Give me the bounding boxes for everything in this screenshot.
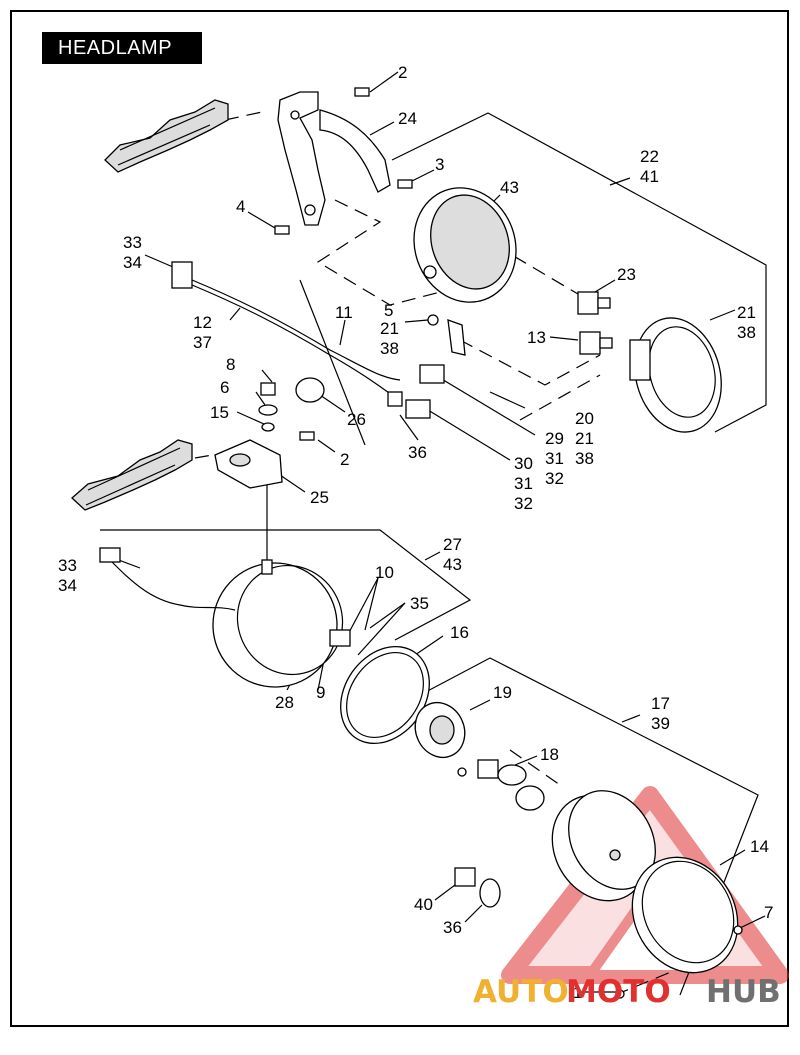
callout-19: 19 <box>493 683 512 702</box>
callout-43-upper: 43 <box>500 178 519 197</box>
callout-31-b: 31 <box>514 474 533 493</box>
headlamp-unit <box>551 790 656 902</box>
mount-bracket-25 <box>214 439 283 489</box>
handlebar-clamp-upper <box>104 99 229 173</box>
washer-15 <box>261 422 275 432</box>
callout-9: 9 <box>316 683 325 702</box>
callout-37: 37 <box>193 333 212 352</box>
callout-27: 27 <box>443 535 462 554</box>
callout-29: 29 <box>545 429 564 448</box>
bulb-23 <box>577 291 611 315</box>
callout-34-lower: 34 <box>58 576 77 595</box>
callout-10: 10 <box>375 563 394 582</box>
callout-33-lower: 33 <box>58 556 77 575</box>
lamp-module <box>629 317 722 433</box>
callout-21-a: 21 <box>380 319 399 338</box>
callout-36-b: 36 <box>443 918 462 937</box>
callout-8: 8 <box>226 355 235 374</box>
mounting-plate-20 <box>427 314 466 356</box>
callout-17: 17 <box>651 694 670 713</box>
screw-4 <box>274 225 290 235</box>
callout-2-lower: 2 <box>340 450 349 469</box>
watermark-hub: HUB <box>706 974 781 1010</box>
trim-ring <box>631 856 739 974</box>
screw-7 <box>733 925 743 935</box>
callout-11: 11 <box>335 303 353 322</box>
bulb-18 <box>457 759 545 811</box>
callout-34-upper: 34 <box>123 253 142 272</box>
callout-33-upper: 33 <box>123 233 142 252</box>
callout-1: 1 <box>573 983 582 1002</box>
bulb-13 <box>579 331 613 355</box>
watermark-moto: MOTO <box>566 974 671 1010</box>
callout-3: 3 <box>435 155 444 174</box>
callout-13: 13 <box>527 328 546 347</box>
upper-headlamp-housing <box>413 187 517 303</box>
handlebar-clamp-lower <box>71 439 193 511</box>
callout-26: 26 <box>347 410 366 429</box>
callout-14: 14 <box>750 837 769 856</box>
callout-labels: 2 24 3 22 41 43 4 33 34 23 12 37 11 5 21… <box>58 63 773 1002</box>
wiring-harness <box>171 261 445 419</box>
nut-8 <box>260 382 276 396</box>
callout-39: 39 <box>651 714 670 733</box>
cap-26 <box>295 377 325 403</box>
callout-4: 4 <box>236 197 245 216</box>
callout-35: 35 <box>410 594 429 613</box>
callout-24: 24 <box>398 109 417 128</box>
callout-5: 5 <box>384 301 393 320</box>
callout-41: 41 <box>640 167 659 186</box>
callout-7: 7 <box>764 903 773 922</box>
lower-headlamp-shell <box>99 547 351 688</box>
callout-40: 40 <box>414 895 433 914</box>
headlamp-bracket <box>277 91 391 226</box>
callout-38-b: 38 <box>737 323 756 342</box>
watermark-text: AUTO MOTO HUB <box>473 974 781 1010</box>
callout-2-upper: 2 <box>398 63 407 82</box>
callout-20: 20 <box>575 409 594 428</box>
callout-32-b: 32 <box>514 494 533 513</box>
callout-18: 18 <box>540 745 559 764</box>
washer-6 <box>258 404 278 416</box>
callout-22: 22 <box>640 147 659 166</box>
callout-30: 30 <box>514 454 533 473</box>
socket-40 <box>454 867 476 887</box>
watermark-auto: AUTO <box>473 974 569 1010</box>
screw-2-upper <box>354 87 370 97</box>
callout-23: 23 <box>617 265 636 284</box>
bulb-socket-19 <box>414 702 466 758</box>
callout-12: 12 <box>193 313 212 332</box>
screw-3 <box>397 179 413 189</box>
callout-36-a: 36 <box>408 443 427 462</box>
callout-16: 16 <box>450 623 469 642</box>
callout-38-a: 38 <box>380 339 399 358</box>
callout-25: 25 <box>310 488 329 507</box>
screw-1 <box>615 989 625 999</box>
diagram-frame <box>10 10 789 1027</box>
callout-21-b: 21 <box>737 303 756 322</box>
callout-15: 15 <box>210 403 229 422</box>
bulb-36 <box>479 878 501 908</box>
callout-21-c: 21 <box>575 429 594 448</box>
screw-2-lower <box>299 431 315 441</box>
callout-6: 6 <box>220 378 229 397</box>
callout-31-a: 31 <box>545 449 564 468</box>
callout-28: 28 <box>275 693 294 712</box>
callout-38-c: 38 <box>575 449 594 468</box>
callout-32-a: 32 <box>545 469 564 488</box>
diagram-title: HEADLAMP <box>42 32 202 64</box>
callout-43-lower: 43 <box>443 555 462 574</box>
